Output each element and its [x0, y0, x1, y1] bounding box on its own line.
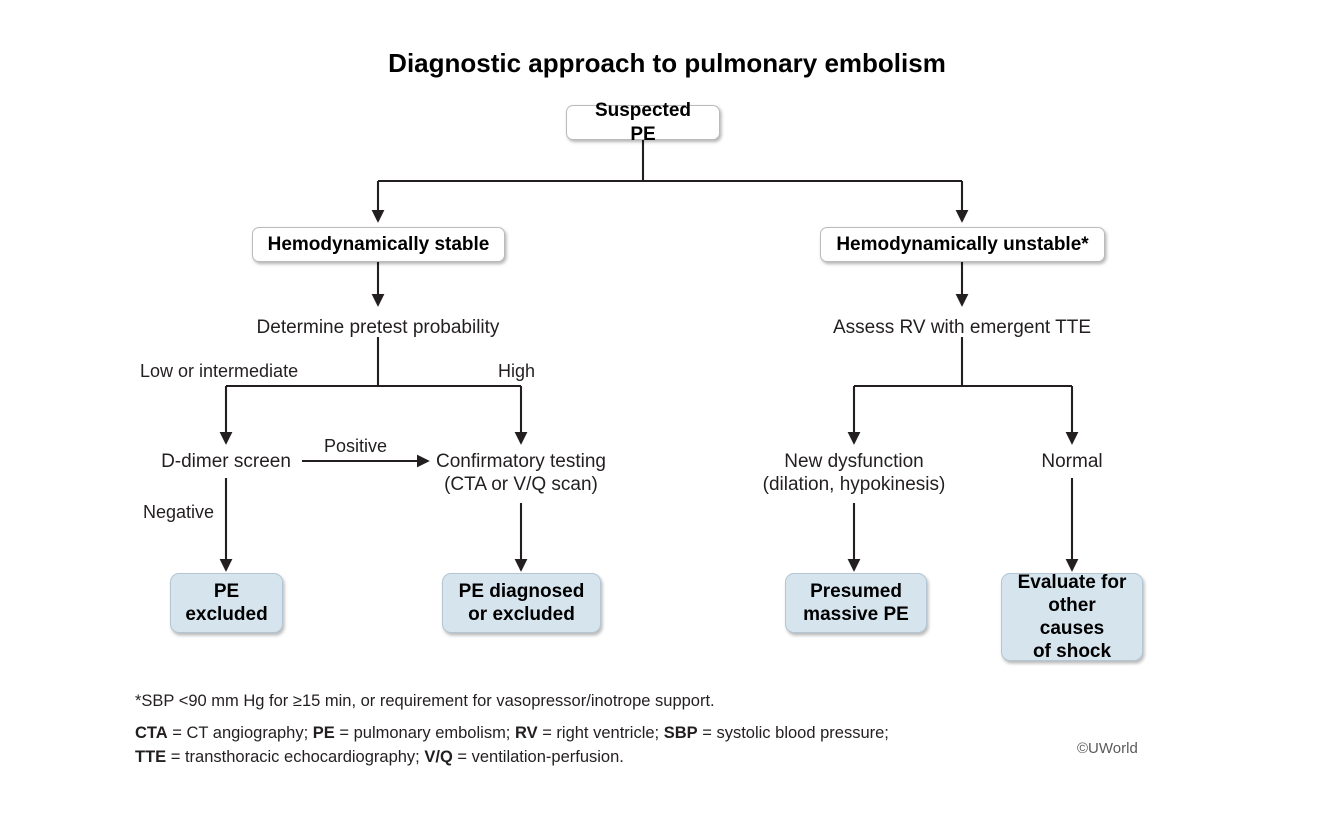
- node-pe-excluded[interactable]: PE excluded: [170, 573, 283, 633]
- node-evaluate-other-causes-of-shock-line3: of shock: [1032, 641, 1112, 663]
- node-presumed-massive-pe-line2: massive PE: [803, 604, 909, 625]
- footnote-abbreviations-line2: TTE = transthoracic echocardiography; V/…: [135, 746, 889, 770]
- abbrev-cta: CTA: [135, 724, 168, 742]
- edge-label-positive: Positive: [324, 436, 388, 456]
- edge-label-low-or-intermediate: Low or intermediate: [140, 361, 299, 381]
- node-normal-label: Normal: [1041, 451, 1103, 472]
- abbrev-vq-def: = ventilation-perfusion.: [452, 747, 624, 766]
- abbrev-rv: RV: [514, 724, 538, 742]
- edge-label-negative: Negative: [143, 502, 215, 522]
- node-d-dimer-screen-label: D-dimer screen: [161, 451, 291, 472]
- node-normal: Normal: [1002, 450, 1142, 473]
- node-confirmatory-testing-line2: (CTA or V/Q scan): [444, 474, 598, 496]
- node-suspected-pe-label: Suspected PE: [594, 100, 692, 145]
- node-hemodynamically-unstable-label: Hemodynamically unstable*: [836, 233, 1089, 255]
- abbrev-pe: PE: [312, 724, 335, 742]
- node-hemodynamically-unstable[interactable]: Hemodynamically unstable*: [820, 227, 1105, 262]
- node-presumed-massive-pe[interactable]: Presumed massive PE: [785, 573, 927, 633]
- node-d-dimer-screen: D-dimer screen: [126, 450, 326, 473]
- node-confirmatory-testing: Confirmatory testing (CTA or V/Q scan): [421, 450, 621, 496]
- node-new-dysfunction-line2: (dilation, hypokinesis): [762, 474, 946, 496]
- node-presumed-massive-pe-line1: Presumed: [810, 580, 902, 602]
- node-evaluate-other-causes-of-shock-line2: other causes: [1039, 594, 1105, 639]
- node-hemodynamically-stable[interactable]: Hemodynamically stable: [252, 227, 505, 262]
- edge-label-high: High: [498, 361, 536, 381]
- node-assess-rv-emergent-tte-label: Assess RV with emergent TTE: [832, 317, 1091, 338]
- abbrev-vq: V/Q: [424, 747, 453, 766]
- footnote-abbreviations: CTA = CT angiography; PE = pulmonary emb…: [135, 722, 889, 770]
- node-new-dysfunction-line1: New dysfunction: [784, 451, 924, 472]
- node-assess-rv-emergent-tte: Assess RV with emergent TTE: [812, 316, 1112, 339]
- node-pe-diagnosed-or-excluded-line1: PE diagnosed: [458, 580, 585, 602]
- node-determine-pretest-probability: Determine pretest probability: [228, 316, 528, 339]
- page-title: Diagnostic approach to pulmonary embolis…: [388, 48, 946, 78]
- abbrev-sbp: SBP: [663, 724, 698, 742]
- footnote-abbreviations-line1: CTA = CT angiography; PE = pulmonary emb…: [135, 722, 889, 746]
- node-suspected-pe[interactable]: Suspected PE: [566, 100, 720, 145]
- node-pe-diagnosed-or-excluded-line2: or excluded: [468, 604, 575, 625]
- abbrev-pe-def: = pulmonary embolism;: [334, 724, 515, 742]
- node-evaluate-other-causes-of-shock-line1: Evaluate for: [1017, 571, 1127, 593]
- node-pe-excluded-line2: excluded: [185, 604, 268, 625]
- copyright-credit: ©UWorld: [1077, 740, 1138, 757]
- node-pe-excluded-line1: PE: [213, 580, 240, 602]
- abbrev-sbp-def: = systolic blood pressure;: [697, 724, 889, 742]
- node-evaluate-other-causes-of-shock[interactable]: Evaluate for other causes of shock: [1001, 571, 1143, 663]
- node-hemodynamically-stable-label: Hemodynamically stable: [267, 233, 490, 255]
- footnote-asterisk: *SBP <90 mm Hg for ≥15 min, or requireme…: [135, 692, 715, 710]
- abbrev-cta-def: = CT angiography;: [167, 724, 313, 742]
- abbrev-tte-def: = transthoracic echocardiography;: [166, 747, 425, 766]
- node-new-dysfunction: New dysfunction (dilation, hypokinesis): [729, 450, 979, 496]
- abbrev-rv-def: = right ventricle;: [537, 724, 664, 742]
- abbrev-tte: TTE: [135, 747, 167, 766]
- node-pe-diagnosed-or-excluded[interactable]: PE diagnosed or excluded: [442, 573, 601, 633]
- node-determine-pretest-probability-label: Determine pretest probability: [256, 317, 500, 338]
- node-confirmatory-testing-line1: Confirmatory testing: [435, 451, 606, 472]
